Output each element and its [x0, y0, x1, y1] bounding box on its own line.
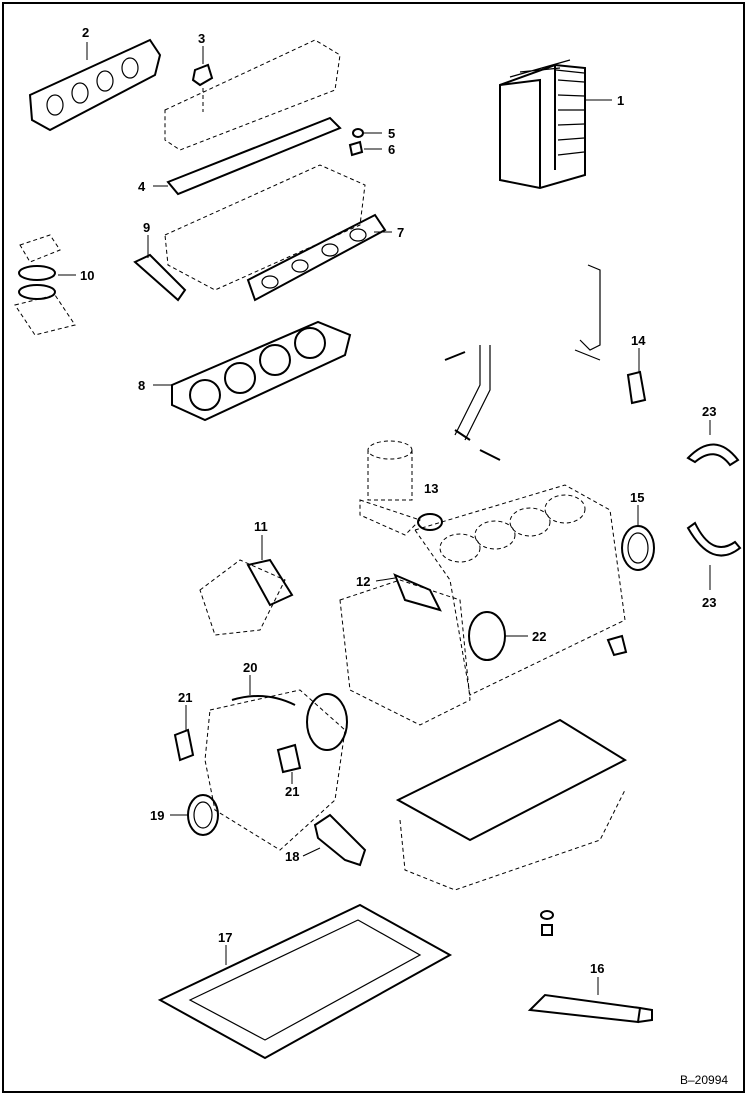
callout-20: 20	[243, 660, 257, 675]
callout-18: 18	[285, 849, 299, 864]
part-21-gasket-left	[173, 728, 195, 762]
callout-21-right: 21	[285, 784, 299, 799]
part-8-head-gasket	[171, 320, 352, 422]
callout-15: 15	[630, 490, 644, 505]
engine-block-outline	[339, 484, 626, 726]
part-22-o-ring	[468, 611, 506, 661]
part-5-o-ring	[352, 128, 364, 138]
part-6-cap	[348, 140, 364, 157]
callout-23-upper: 23	[702, 404, 716, 419]
oil-pan-gasket-upper	[395, 718, 628, 891]
front-cover-outline	[204, 689, 348, 851]
part-4-valve-cover-gasket	[166, 116, 342, 196]
part-10-gasket	[14, 234, 76, 336]
callout-9: 9	[143, 220, 150, 235]
callout-19: 19	[150, 808, 164, 823]
oil-filter-outline	[359, 440, 421, 536]
part-12-gasket	[393, 573, 442, 612]
callout-11: 11	[254, 519, 268, 534]
figure-id: B–20994	[680, 1073, 729, 1087]
callout-1: 1	[617, 93, 624, 108]
callout-3: 3	[198, 31, 205, 46]
part-14-gasket	[626, 370, 647, 405]
part-11-gasket	[199, 558, 294, 636]
part-2-manifold-gasket	[28, 38, 162, 132]
part-19-seal	[187, 794, 219, 836]
callout-17: 17	[218, 930, 232, 945]
part-16-sealant-tube	[527, 993, 653, 1024]
callout-16: 16	[590, 961, 604, 976]
callout-10: 10	[80, 268, 94, 283]
callout-4: 4	[138, 179, 146, 194]
callout-5: 5	[388, 126, 395, 141]
callout-6: 6	[388, 142, 395, 157]
oil-line-assembly	[444, 264, 601, 461]
part-18-gasket	[313, 813, 367, 867]
callout-14: 14	[631, 333, 646, 348]
part-9-gasket	[133, 253, 187, 302]
part-23-upper-thrust-washer	[686, 443, 740, 467]
part-21-gasket-right	[276, 743, 302, 774]
callout-8: 8	[138, 378, 145, 393]
callout-7: 7	[397, 225, 404, 240]
cylinder-head-outline	[164, 164, 366, 291]
valve-cover-outline	[164, 39, 341, 151]
drain-plug	[540, 910, 554, 936]
part-17-oil-pan-gasket	[157, 903, 453, 1060]
callout-23-lower: 23	[702, 595, 716, 610]
part-7-intake-gasket	[246, 213, 387, 302]
callout-12: 12	[356, 574, 370, 589]
callout-22: 22	[532, 629, 546, 644]
part-23-lower-thrust-washer	[686, 521, 742, 557]
callout-21-left: 21	[178, 690, 192, 705]
leader-lines	[58, 42, 711, 995]
part-15-seal	[621, 525, 655, 571]
callout-13: 13	[424, 481, 438, 496]
callout-2: 2	[82, 25, 89, 40]
bolt	[606, 634, 628, 657]
part-3-cap-nut	[191, 63, 214, 112]
part-1-kit-box	[499, 59, 586, 190]
